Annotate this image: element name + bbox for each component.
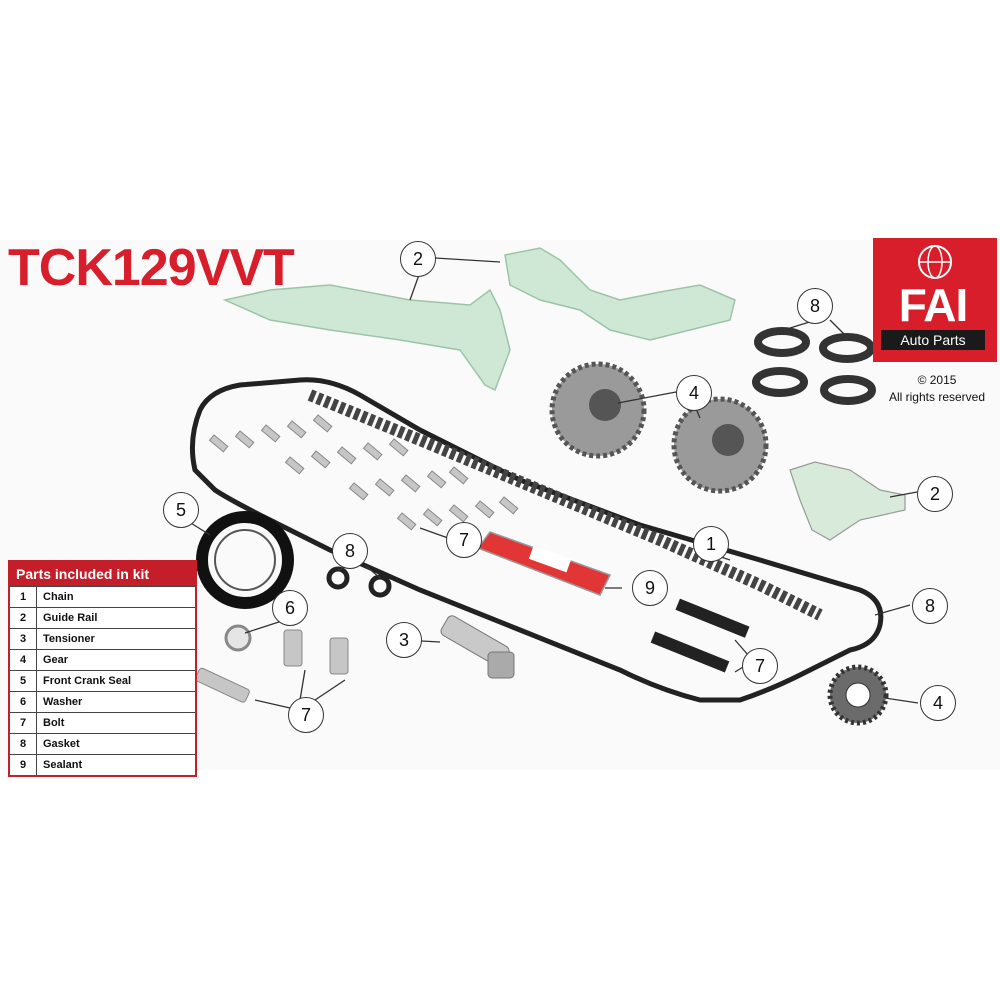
callout-tensioner: 3 xyxy=(386,622,422,658)
callout-gear-crank: 4 xyxy=(920,685,956,721)
fai-logo: FAI Auto Parts xyxy=(873,238,997,362)
timing-chain xyxy=(307,389,823,621)
parts-row: 6 Washer xyxy=(10,691,195,712)
callout-guide-rail-top: 2 xyxy=(400,241,436,277)
parts-row: 3 Tensioner xyxy=(10,628,195,649)
parts-row: 4 Gear xyxy=(10,649,195,670)
part-name: Chain xyxy=(43,591,74,603)
callout-guide-rail-right: 2 xyxy=(917,476,953,512)
parts-table-heading: Parts included in kit xyxy=(10,562,195,586)
parts-row: 2 Guide Rail xyxy=(10,607,195,628)
part-name: Guide Rail xyxy=(43,612,98,624)
parts-table: Parts included in kit 1 Chain 2 Guide Rail… xyxy=(8,560,197,777)
callout-chain: 1 xyxy=(693,526,729,562)
part-name: Front Crank Seal xyxy=(43,675,132,687)
callout-gasket-rings: 8 xyxy=(797,288,833,324)
part-name: Washer xyxy=(43,696,83,708)
callout-cover-gasket: 8 xyxy=(912,588,948,624)
gasket-rings xyxy=(752,327,876,405)
parts-row: 7 Bolt xyxy=(10,712,195,733)
guide-rail-right-top xyxy=(504,247,736,341)
logo-sub-text: Auto Parts xyxy=(881,330,985,350)
part-number: 3 xyxy=(10,629,37,649)
part-number: 5 xyxy=(10,671,37,691)
parts-row: 1 Chain xyxy=(10,586,195,607)
part-number: 6 xyxy=(10,692,37,712)
callout-bolts-small: 7 xyxy=(288,697,324,733)
part-number: 1 xyxy=(10,587,37,607)
short-bolts xyxy=(195,629,349,703)
guide-rail-left xyxy=(222,284,511,392)
small-gaskets xyxy=(326,566,392,598)
crank-gear xyxy=(827,664,889,726)
kit-title: TCK129VVT xyxy=(8,239,295,297)
part-name: Gear xyxy=(43,654,69,666)
callout-small-gaskets: 8 xyxy=(332,533,368,569)
cover-gasket xyxy=(189,377,884,703)
callout-gear-cam: 4 xyxy=(676,375,712,411)
part-name: Gasket xyxy=(43,738,80,750)
parts-row: 5 Front Crank Seal xyxy=(10,670,195,691)
cam-gear-1 xyxy=(549,361,647,459)
callout-washer: 6 xyxy=(272,590,308,626)
callout-sealant: 9 xyxy=(632,570,668,606)
part-number: 9 xyxy=(10,755,37,775)
part-name: Tensioner xyxy=(43,633,95,645)
logo-main-text: FAI xyxy=(881,282,985,328)
callout-bolts-group: 7 xyxy=(446,522,482,558)
tensioner-rail xyxy=(789,461,906,541)
small-bolts xyxy=(208,414,519,531)
callout-crank-seal: 5 xyxy=(163,492,199,528)
part-name: Bolt xyxy=(43,717,65,729)
parts-row: 8 Gasket xyxy=(10,733,195,754)
part-number: 7 xyxy=(10,713,37,733)
globe-icon xyxy=(918,245,952,279)
part-number: 2 xyxy=(10,608,37,628)
copyright-rights: All rights reserved xyxy=(888,390,986,404)
tensioner xyxy=(440,615,515,679)
washer xyxy=(224,624,252,652)
copyright-block: © 2015 All rights reserved xyxy=(878,372,996,406)
long-bolts xyxy=(650,598,750,673)
part-number: 4 xyxy=(10,650,37,670)
part-number: 8 xyxy=(10,734,37,754)
cam-gear-2 xyxy=(671,396,769,494)
callout-bolts-long: 7 xyxy=(742,648,778,684)
part-name: Sealant xyxy=(43,759,83,771)
copyright-year: © 2015 xyxy=(917,373,957,387)
sealant-tube xyxy=(476,531,612,596)
front-crank-seal xyxy=(196,511,294,609)
parts-row: 9 Sealant xyxy=(10,754,195,775)
